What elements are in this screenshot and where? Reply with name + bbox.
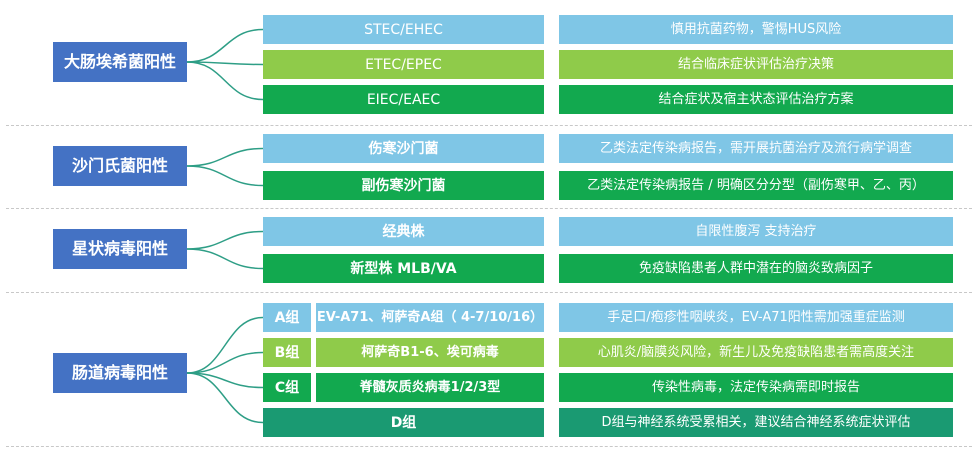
group-tag: A组 bbox=[263, 303, 311, 332]
subtype-label: 伤寒沙门菌 bbox=[263, 134, 544, 163]
subtype-label: 副伤寒沙门菌 bbox=[263, 171, 544, 200]
connector-line bbox=[186, 372, 264, 389]
subtype-label: 经典株 bbox=[263, 217, 544, 246]
group-divider bbox=[6, 125, 972, 126]
connector-line bbox=[186, 61, 264, 66]
recommendation-text: 慎用抗菌药物，警惕HUS风险 bbox=[559, 15, 953, 44]
subtype-label: EV-A71、柯萨奇A组（ 4-7/10/16） bbox=[316, 303, 544, 332]
group-tag: C组 bbox=[263, 373, 311, 402]
recommendation-text: 心肌炎/脑膜炎风险，新生儿及免疫缺陷患者需高度关注 bbox=[559, 338, 953, 367]
connector-line bbox=[186, 248, 264, 270]
connector-line bbox=[186, 316, 264, 374]
connector-line bbox=[186, 230, 264, 250]
subtype-label: EIEC/EAEC bbox=[263, 85, 544, 114]
recommendation-text: 乙类法定传染病报告，需开展抗菌治疗及流行病学调查 bbox=[559, 134, 953, 163]
recommendation-text: 自限性腹泻 支持治疗 bbox=[559, 217, 953, 246]
recommendation-text: 乙类法定传染病报告 / 明确区分分型（副伤寒甲、乙、丙） bbox=[559, 171, 953, 200]
subtype-label: 柯萨奇B1-6、埃可病毒 bbox=[316, 338, 544, 367]
recommendation-text: D组与神经系统受累相关，建议结合神经系统症状评估 bbox=[559, 408, 953, 437]
recommendation-text: 手足口/疱疹性咽峡炎，EV-A71阳性需加强重症监测 bbox=[559, 303, 953, 332]
connector-line bbox=[186, 61, 264, 101]
recommendation-text: 结合临床症状评估治疗决策 bbox=[559, 50, 953, 79]
connector-line bbox=[186, 28, 264, 63]
subtype-label: 脊髓灰质炎病毒1/2/3型 bbox=[316, 373, 544, 402]
group-divider bbox=[6, 446, 972, 447]
category-astrovirus: 星状病毒阳性 bbox=[53, 229, 187, 269]
connector-line bbox=[186, 351, 264, 374]
recommendation-text: 传染性病毒，法定传染病需即时报告 bbox=[559, 373, 953, 402]
subtype-label: 新型株 MLB/VA bbox=[263, 254, 544, 283]
connector-line bbox=[186, 147, 264, 167]
group-tag: B组 bbox=[263, 338, 311, 367]
category-escherichia-coli: 大肠埃希菌阳性 bbox=[53, 42, 187, 82]
subtype-label: STEC/EHEC bbox=[263, 15, 544, 44]
recommendation-text: 结合症状及宿主状态评估治疗方案 bbox=[559, 85, 953, 114]
group-divider bbox=[6, 292, 972, 293]
recommendation-text: 免疫缺陷患者人群中潜在的脑炎致病因子 bbox=[559, 254, 953, 283]
subtype-label: ETEC/EPEC bbox=[263, 50, 544, 79]
group-divider bbox=[6, 208, 972, 209]
subtype-label: D组 bbox=[263, 408, 544, 437]
connector-line bbox=[186, 372, 264, 424]
category-enterovirus: 肠道病毒阳性 bbox=[53, 353, 187, 393]
category-salmonella: 沙门氏菌阳性 bbox=[53, 146, 187, 186]
connector-line bbox=[186, 165, 264, 187]
